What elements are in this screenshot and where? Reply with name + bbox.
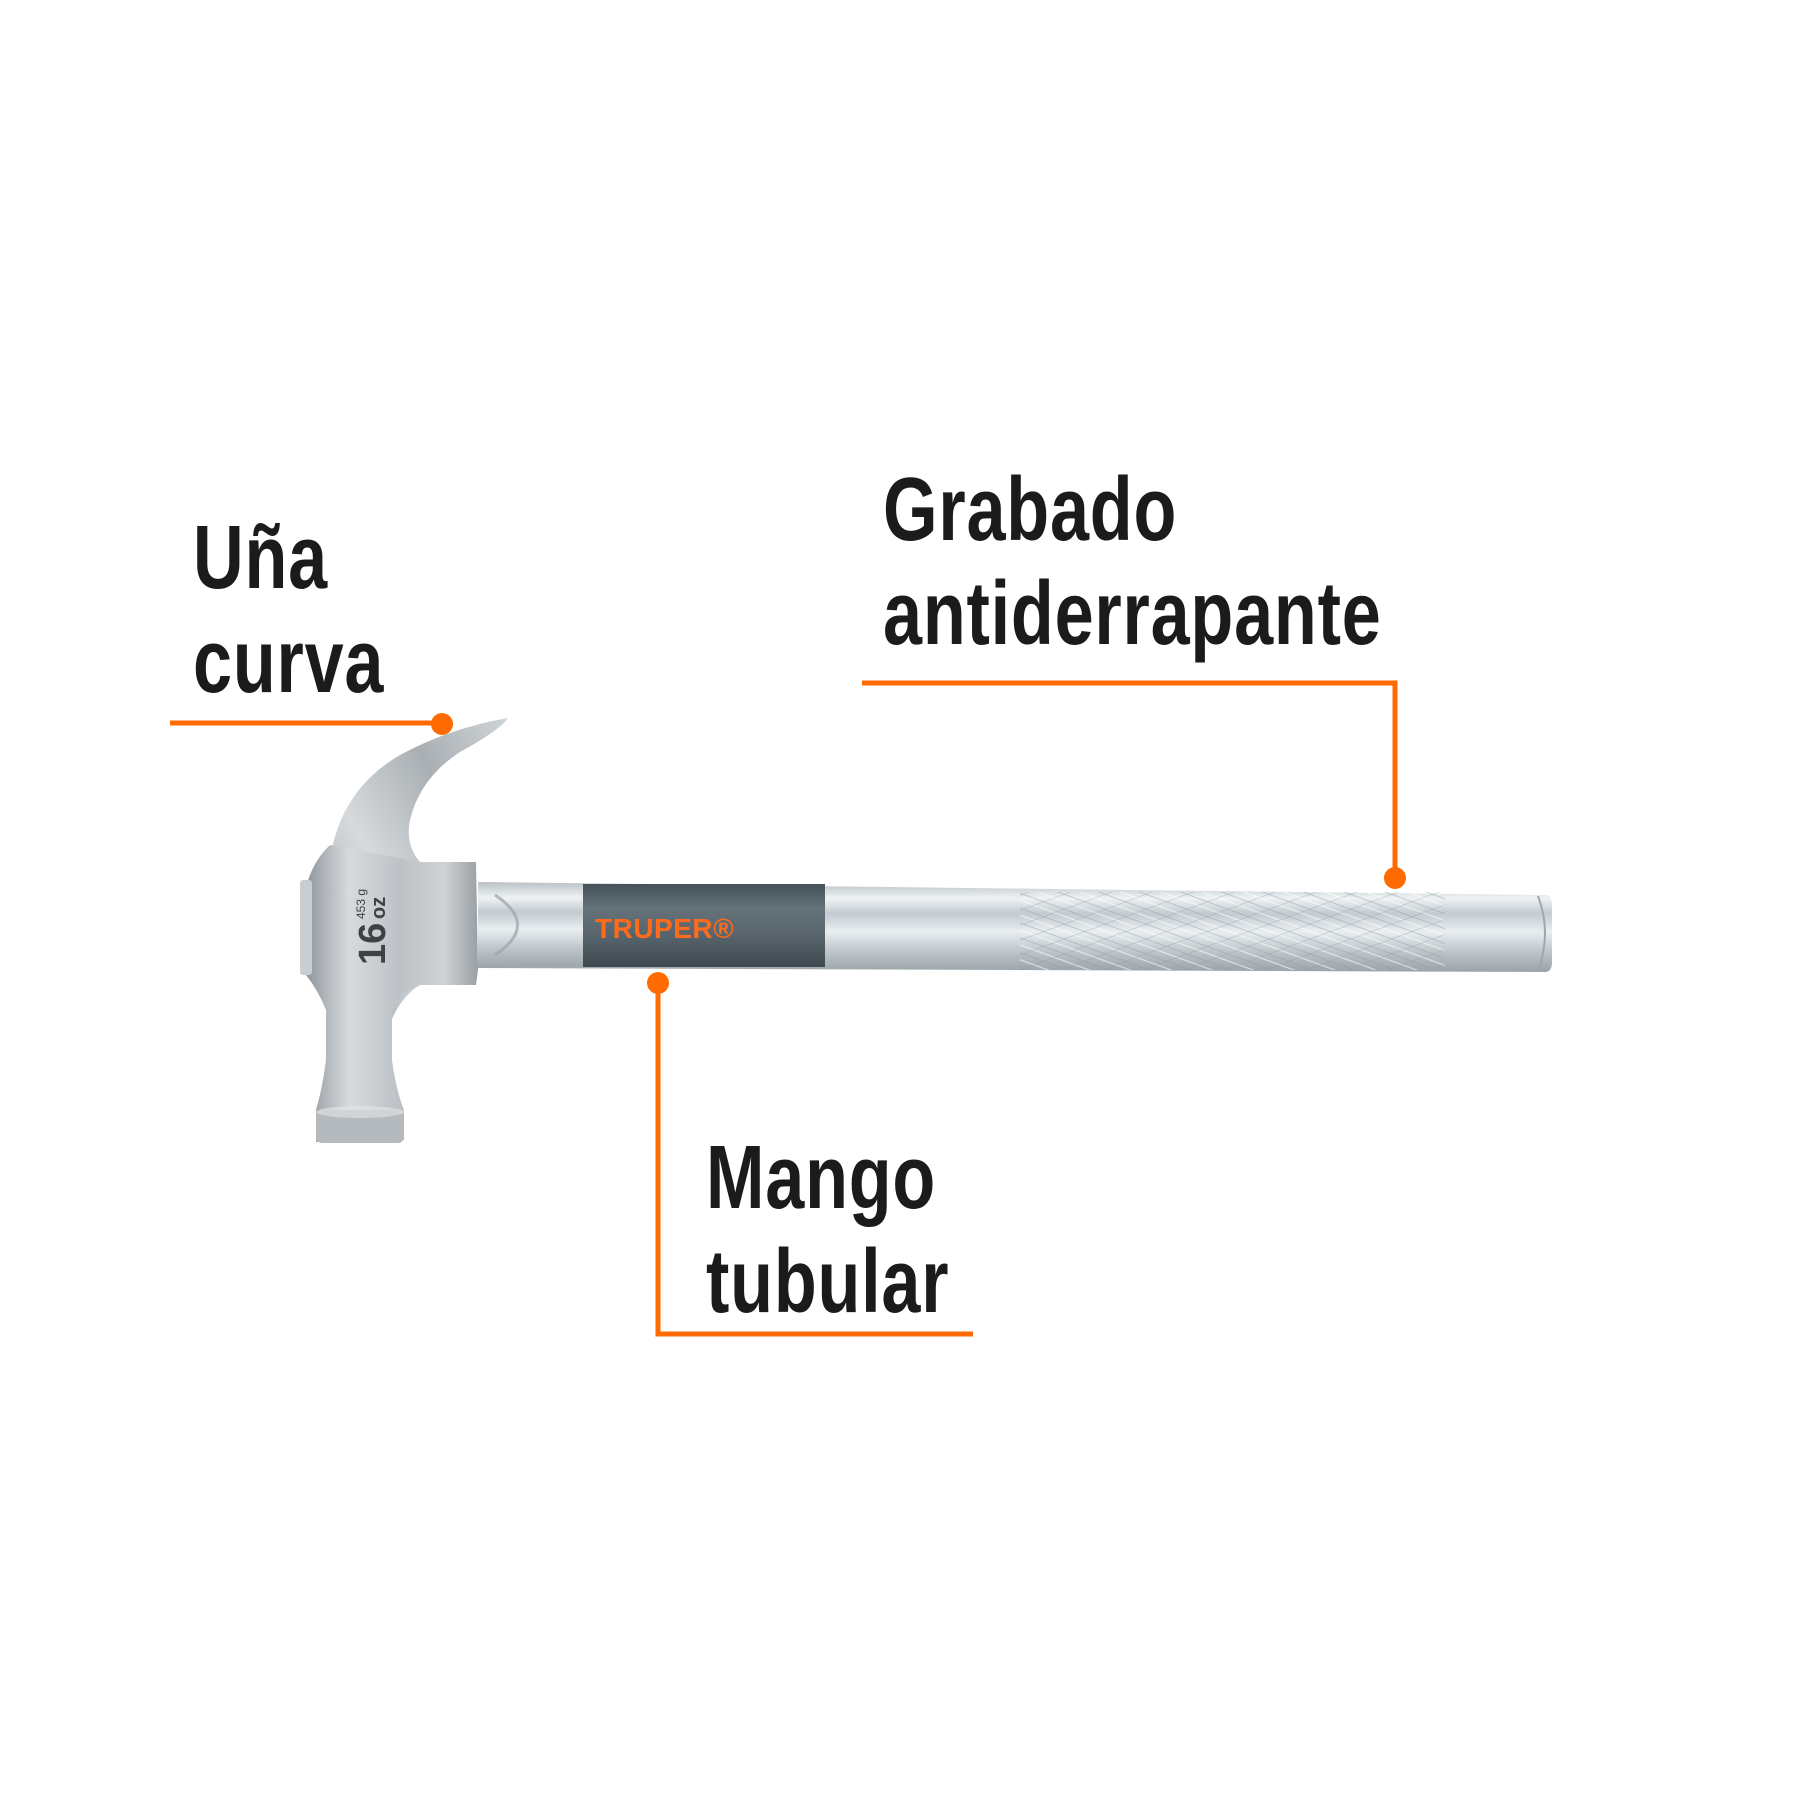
callout-label-line: Uña	[193, 508, 328, 608]
callout-label-line: curva	[193, 612, 385, 712]
callout-label-line: Mango	[706, 1128, 937, 1228]
callout-mango-dot	[647, 972, 669, 994]
hammer-head: 16 oz 453 g	[300, 718, 508, 1143]
knurled-grip-zone	[1020, 892, 1445, 970]
brand-logo: TRUPER®	[595, 913, 734, 944]
svg-text:453 g: 453 g	[354, 889, 368, 919]
brand-grip-band: TRUPER®	[583, 884, 825, 967]
svg-text:16: 16	[352, 923, 394, 965]
svg-text:oz: oz	[368, 897, 390, 919]
callout-label-line: tubular	[706, 1232, 950, 1332]
callout-label-line: Grabado	[883, 460, 1178, 560]
callout-una-dot	[431, 713, 453, 735]
callout-label-mango-tubular: Mango tubular	[706, 1126, 949, 1334]
callout-label-una-curva: Uña curva	[193, 506, 384, 714]
callout-label-grabado-antiderrapante: Grabado antiderrapante	[883, 458, 1382, 666]
weight-engraving: 16 oz 453 g	[352, 889, 394, 965]
callout-grabado-connector	[862, 680, 1398, 875]
callout-label-line: antiderrapante	[883, 564, 1382, 664]
callout-mango-connector	[655, 985, 973, 1337]
callout-grabado-dot	[1384, 867, 1406, 889]
